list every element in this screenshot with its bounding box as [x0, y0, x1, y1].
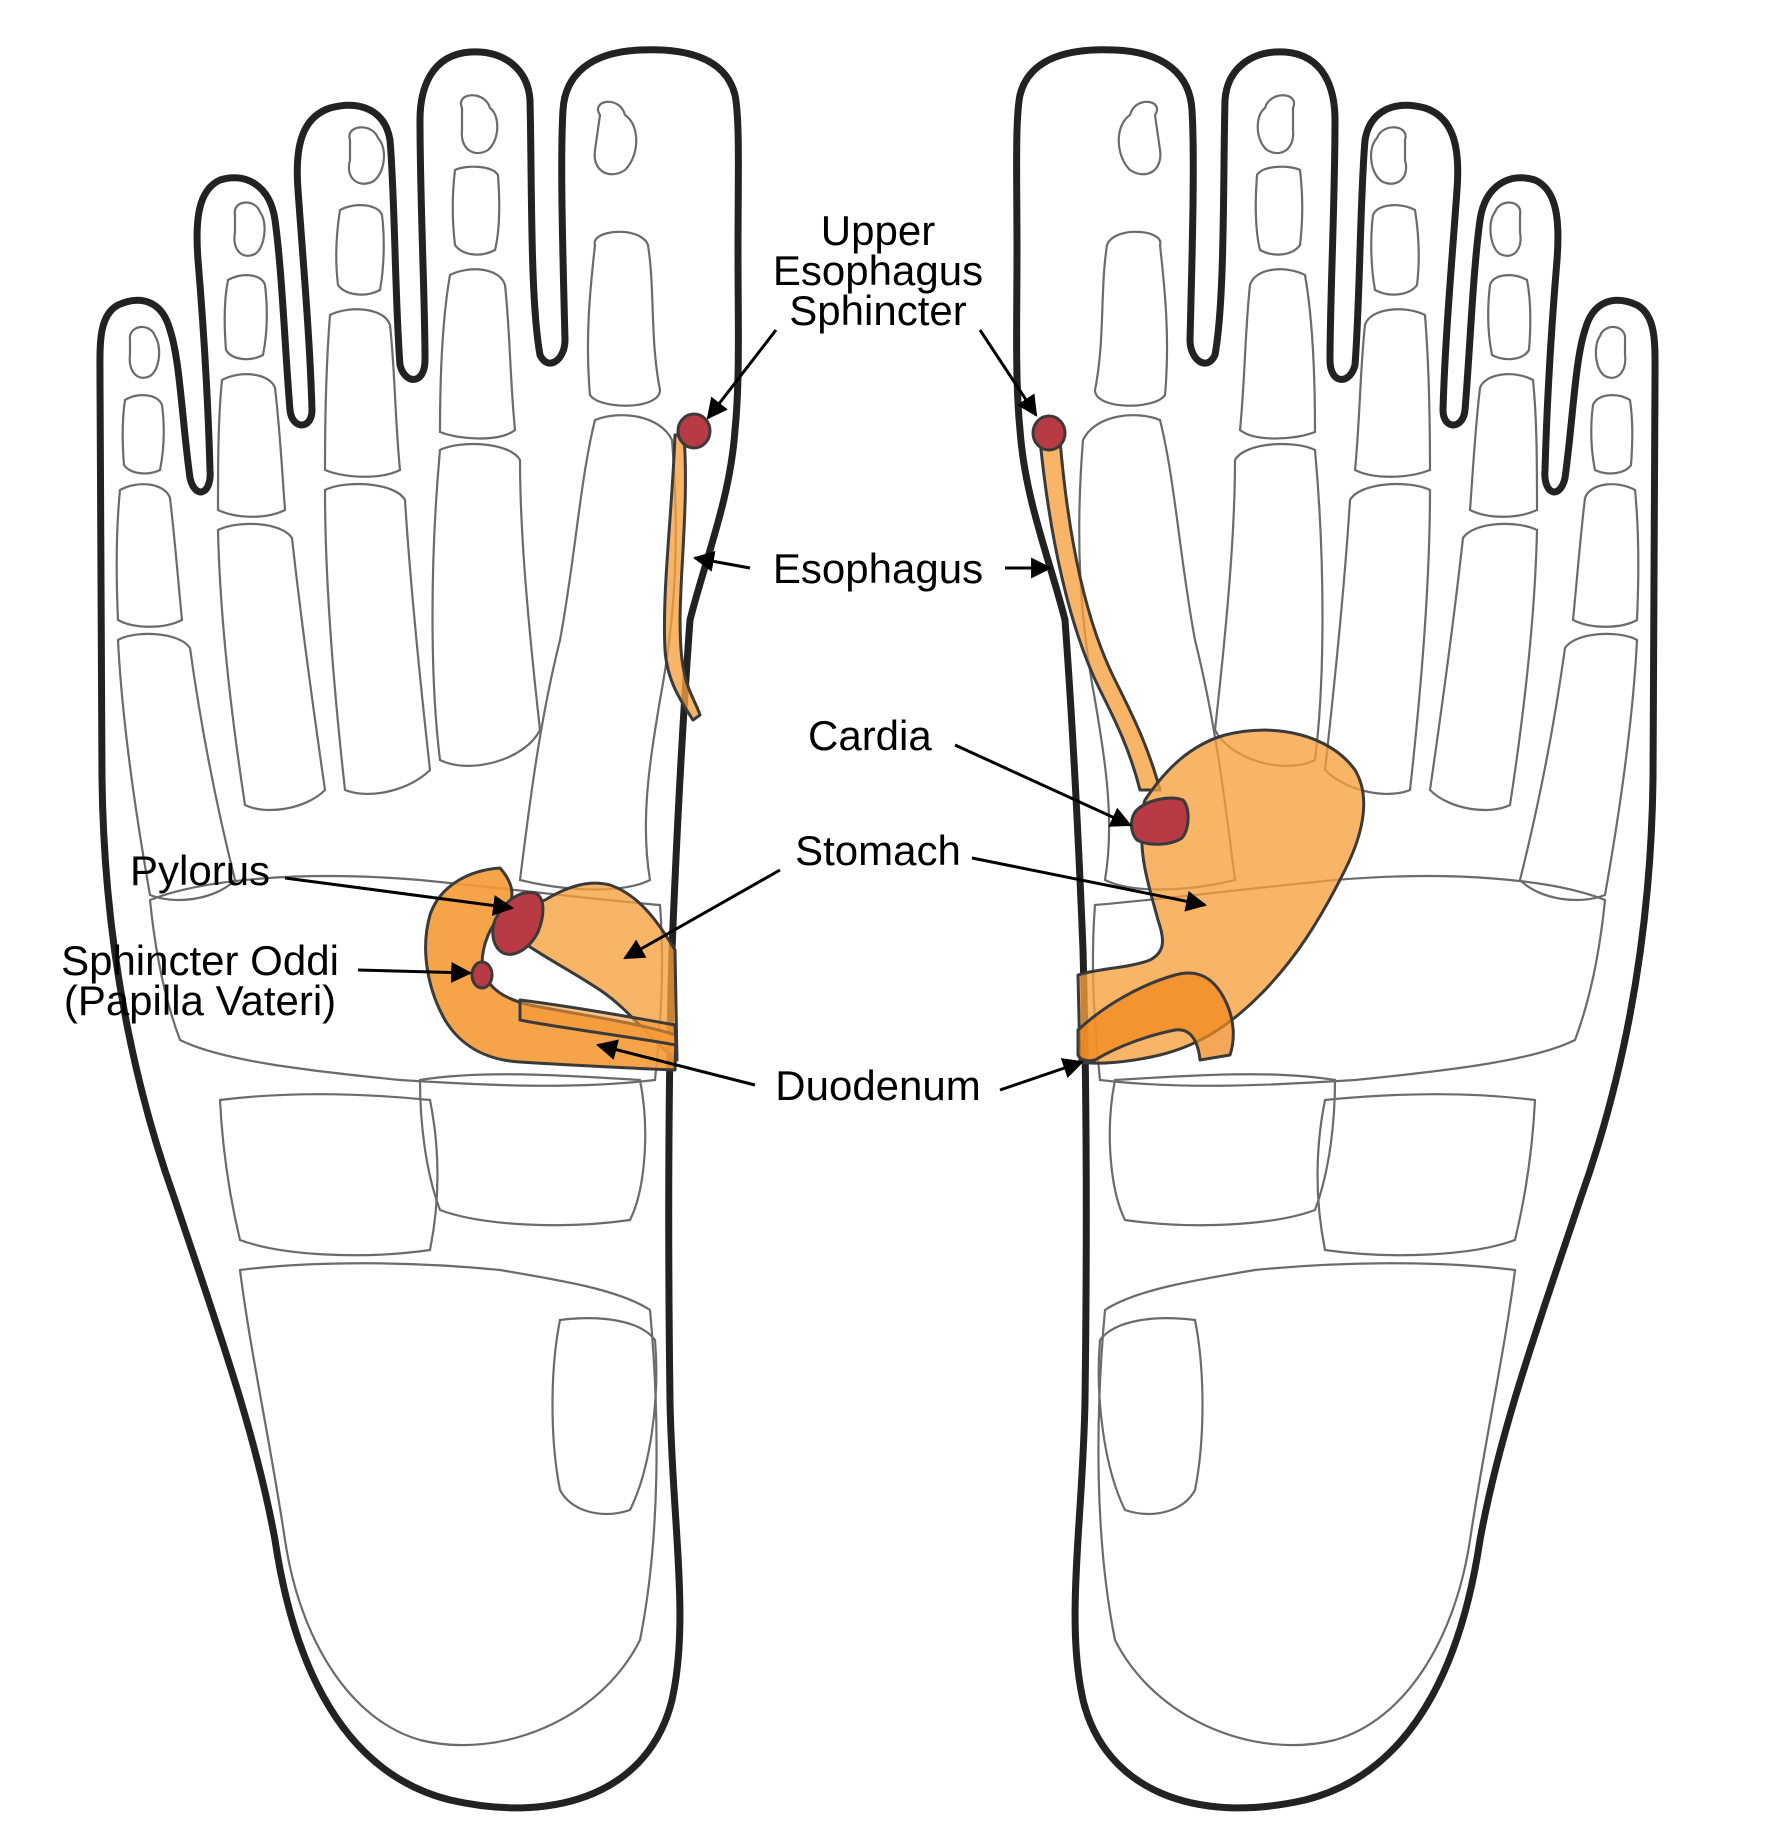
leader-cardia: [954, 743, 1132, 827]
label-cardia: Cardia: [808, 712, 932, 759]
leader-sphincter-oddi: [357, 961, 473, 983]
label-duodenum: Duodenum: [775, 1062, 980, 1109]
leader-stomach-right: [971, 856, 1208, 912]
label-sphincter-oddi-line1: Sphincter Oddi: [61, 937, 339, 984]
left-foot-outline: [96, 46, 742, 1812]
left-esophagus-zone: [662, 433, 702, 722]
label-stomach: Stomach: [795, 827, 961, 874]
label-upper-esophagus-line2: Esophagus: [773, 247, 983, 294]
label-upper-esophagus-line3: Sphincter: [789, 287, 966, 334]
right-foot: [1013, 46, 1659, 1812]
left-duodenum-zone: [424, 866, 678, 1072]
right-esophagus-zone: [1038, 438, 1162, 792]
leader-duodenum-left: [595, 1039, 756, 1087]
right-organs: [1031, 414, 1366, 1065]
right-duodenum-zone: [1076, 971, 1235, 1063]
label-esophagus: Esophagus: [773, 545, 983, 592]
right-upper-esophagus-sphincter: [1031, 414, 1067, 452]
label-sphincter-oddi-line2: (Papilla Vateri): [64, 977, 336, 1024]
label-pylorus: Pylorus: [130, 847, 270, 894]
left-foot: [96, 46, 742, 1812]
leader-upper-esophagus-left: [706, 329, 778, 420]
leader-pylorus: [284, 876, 515, 916]
leader-duodenum-right: [999, 1058, 1084, 1092]
label-upper-esophagus-line1: Upper: [821, 207, 935, 254]
right-foot-bones: [1078, 94, 1640, 1747]
labels: Upper Esophagus Sphincter Esophagus Card…: [61, 207, 1208, 1109]
left-duodenum-inner: [518, 998, 678, 1047]
leader-upper-esophagus-right: [978, 329, 1038, 417]
right-cardia-sphincter: [1130, 796, 1190, 846]
left-sphincter-oddi: [470, 960, 494, 990]
left-foot-bones: [115, 94, 677, 1747]
leader-esophagus-left: [692, 551, 751, 572]
left-upper-esophagus-sphincter: [676, 412, 712, 450]
leader-stomach-left: [623, 868, 781, 960]
left-organs: [424, 412, 712, 1072]
right-foot-outline: [1013, 46, 1659, 1812]
